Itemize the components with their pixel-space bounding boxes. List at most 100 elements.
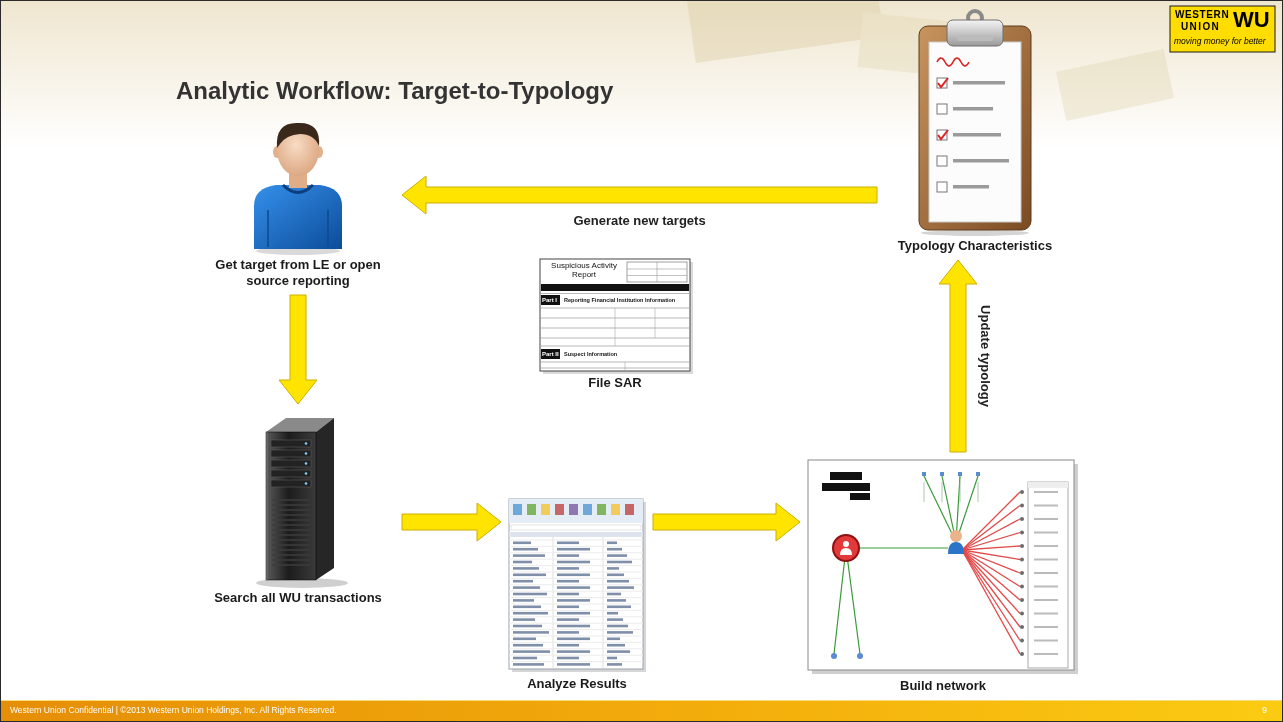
network-graph-part (1020, 598, 1024, 602)
step-caption: File SAR (535, 373, 695, 391)
logo-wordmark: WESTERN (1175, 9, 1229, 21)
server-icon-part (271, 440, 311, 447)
workflow-step: Build network (806, 458, 1080, 694)
network-graph-part (1020, 517, 1024, 521)
step-caption: Get target from LE or open source report… (200, 255, 396, 289)
sar-form-icon-part (541, 368, 689, 369)
server-icon-part (272, 554, 310, 556)
network-graph-part (962, 506, 1020, 551)
network-graph-part (1034, 599, 1058, 601)
flow-arrow (402, 176, 877, 214)
spreadsheet-icon-part (513, 593, 547, 596)
spreadsheet-icon-part (509, 610, 643, 611)
server-icon-part (267, 432, 268, 580)
network-graph-part (940, 472, 944, 476)
spreadsheet-icon-part (513, 554, 545, 557)
spreadsheet-icon-part (607, 631, 633, 634)
spreadsheet-icon-part (557, 612, 590, 615)
workflow-step: Search all WU transactions (200, 410, 396, 606)
spreadsheet-icon-part (509, 591, 643, 592)
form-part-tag: Part II (542, 351, 559, 358)
spreadsheet-icon-part (557, 593, 579, 596)
form-section-heading: Reporting Financial Institution Informat… (564, 297, 675, 303)
sar-form-icon-part (625, 362, 626, 371)
spreadsheet-icon-part (557, 542, 579, 545)
spreadsheet-icon-part (509, 629, 643, 630)
spreadsheet-icon-part (607, 644, 625, 647)
sar-form-icon-part (655, 308, 656, 338)
spreadsheet-icon-part (607, 586, 634, 589)
network-graph-part (1028, 482, 1068, 488)
server-icon-part (272, 519, 310, 521)
network-graph-part (962, 550, 1020, 627)
spreadsheet-icon-part (509, 584, 643, 585)
logo-wordmark: UNION (1181, 21, 1220, 33)
network-graph-part (1020, 558, 1024, 562)
spreadsheet-icon-part (513, 657, 537, 660)
spreadsheet-icon-part (557, 554, 579, 557)
spreadsheet-icon-part (513, 504, 522, 515)
clipboard-icon-part (919, 26, 1031, 230)
spreadsheet-icon-part (509, 636, 643, 637)
server-icon-part (305, 472, 308, 475)
network-graph-part (1034, 559, 1058, 561)
network-graph-part (1020, 531, 1024, 535)
spreadsheet-icon-part (509, 540, 643, 541)
server-icon-part (272, 524, 310, 526)
clipboard-icon-part (938, 78, 948, 87)
network-graph-part (1020, 639, 1024, 643)
edge-label: Generate new targets (573, 213, 705, 229)
spreadsheet-icon-part (607, 574, 624, 577)
spreadsheet-icon-part (569, 504, 578, 515)
network-graph-part (950, 530, 962, 542)
network-graph-part (924, 482, 925, 502)
spreadsheet-icon-part (513, 638, 536, 641)
spreadsheet-icon-part (509, 499, 643, 669)
network-graph-part (1034, 653, 1058, 655)
spreadsheet-icon-part (541, 504, 550, 515)
network-graph-part (962, 533, 1020, 551)
network-graph-part (962, 519, 1020, 550)
spreadsheet-icon-part (557, 606, 579, 609)
network-graph-part (1020, 504, 1024, 508)
network-graph-part (958, 472, 962, 476)
footer-rule (0, 700, 1283, 701)
network-graph-part (976, 472, 980, 476)
person-icon-part (327, 210, 329, 247)
spreadsheet-icon-part (513, 650, 550, 653)
spreadsheet-icon-part (583, 504, 592, 515)
slide-title: Analytic Workflow: Target-to-Typology (176, 76, 613, 106)
network-graph-part (808, 460, 1074, 670)
clipboard-icon-part (957, 35, 993, 41)
spreadsheet-icon-part (607, 561, 632, 564)
workflow-step: Get target from LE or open source report… (200, 110, 396, 289)
network-graph-part (834, 548, 846, 654)
spreadsheet-icon-part (607, 606, 631, 609)
spreadsheet-icon-part (555, 504, 564, 515)
clipboard-icon (883, 8, 1067, 236)
sar-form-icon-part (541, 362, 689, 363)
network-graph-part (857, 653, 863, 659)
spreadsheet-icon-part (509, 532, 643, 537)
person-icon-part (277, 123, 319, 148)
network-graph-part (960, 482, 961, 502)
network-graph-part (1034, 532, 1058, 534)
server-icon-part (305, 462, 308, 465)
network-graph-part (962, 550, 1020, 614)
flow-arrow (939, 260, 977, 452)
network-graph-part (962, 550, 1020, 654)
spreadsheet-icon-part (557, 657, 579, 660)
spreadsheet-icon-part (611, 504, 620, 515)
spreadsheet-icon (507, 498, 647, 674)
spreadsheet-icon-part (509, 565, 643, 566)
spreadsheet-icon-part (513, 542, 531, 545)
sar-form-icon-part (541, 349, 560, 359)
network-graph-part (1020, 652, 1024, 656)
sar-form-icon-part (541, 293, 689, 294)
network-graph-part (962, 550, 1020, 641)
spreadsheet-icon-part (509, 597, 643, 598)
spreadsheet-icon-part (607, 599, 626, 602)
clipboard-icon-part (953, 185, 989, 189)
network-graph-part (962, 546, 1020, 550)
